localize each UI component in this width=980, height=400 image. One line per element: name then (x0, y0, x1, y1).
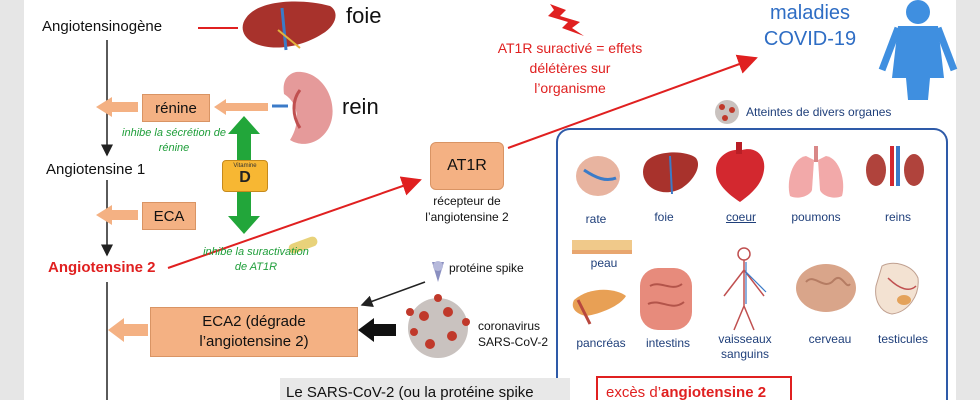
kidney-label: rein (342, 94, 379, 119)
spike-protein-icon (432, 261, 444, 282)
right-margin-bar (956, 0, 980, 400)
orange-arrow-eca (96, 205, 138, 225)
spleen-icon (576, 156, 620, 196)
vitamin-word: Vitamine (233, 163, 257, 169)
renin-label: rénine (155, 99, 197, 117)
lightning-icon (548, 4, 584, 36)
angiotensin1-label: Angiotensine 1 (46, 161, 146, 178)
eca-box: ECA (142, 202, 196, 230)
skin-icon (572, 240, 632, 254)
at1r-overactivated-text: AT1R suractivé = effets délétères sur l’… (497, 40, 643, 96)
intestines-icon (640, 268, 692, 330)
arrow-spike-to-eca2 (360, 281, 426, 308)
blood-vessels-icon (723, 247, 767, 331)
human-body-icon (878, 0, 958, 100)
eca2-label: ECA2 (dégrade l’angiotensine 2) (199, 313, 309, 350)
organ-label-cerveau: cerveau (808, 332, 852, 346)
liver-label: foie (346, 3, 382, 28)
organ-label-rate: rate (585, 212, 607, 226)
kidneys-icon (866, 146, 924, 186)
organ-label-testicules: testicules (877, 332, 929, 346)
heart-icon (716, 142, 765, 202)
excess-emphasis: angiotensine 2 (661, 384, 767, 400)
arrow-at1r-to-diseases (507, 54, 758, 149)
organ-label-poumons: poumons (791, 210, 841, 224)
inhibits-at1r-text: inhibe la suractivation de AT1R (203, 246, 309, 273)
brain-icon (796, 264, 856, 312)
angiotensin2-label: Angiotensine 2 (48, 259, 156, 276)
eca2-box: ECA2 (dégrade l’angiotensine 2) (150, 307, 358, 357)
left-margin-bar (0, 0, 24, 400)
bottom-text: Le SARS-CoV-2 (ou la protéine spike (286, 384, 534, 400)
kidney-icon (272, 71, 333, 144)
pancreas-icon (572, 289, 626, 325)
organ-label-intestins: intestins (645, 336, 691, 350)
coronavirus-label: coronavirus SARS-CoV-2 (478, 319, 549, 349)
orange-arrow-eca2 (108, 318, 148, 342)
excess-box: excès d’angiotensine 2 (596, 376, 792, 400)
eca-label: ECA (153, 207, 185, 225)
testicles-icon (875, 262, 919, 315)
organ-label-vaisseaux: vaisseaux sanguins (718, 332, 772, 361)
organ-label-foie: foie (654, 210, 674, 224)
small-virus-icon (715, 100, 739, 124)
vitamin-d-box: Vitamine D (222, 160, 268, 192)
organ-label-peau: peau (590, 256, 618, 270)
organ-label-reins: reins (884, 210, 911, 224)
orange-arrow-kidney-to-renin (214, 99, 268, 115)
at1r-description: récepteur de l’angiotensine 2 (425, 194, 509, 224)
angiotensinogen-label: Angiotensinogène (42, 18, 163, 35)
organ-label-coeur: coeur (725, 210, 757, 224)
black-arrow-virus-to-eca2 (358, 318, 396, 342)
vitamin-d-letter: D (239, 169, 251, 186)
spike-label: protéine spike (449, 261, 524, 275)
inhibits-renin-text: inhibe la sécrétion de rénine (122, 127, 226, 154)
organs-panel (556, 128, 948, 400)
coronavirus-icon (406, 294, 470, 358)
covid-diseases-title: maladies COVID-19 (763, 2, 857, 50)
orange-arrow-renin (96, 97, 138, 117)
excess-prefix: excès d’ (606, 384, 662, 400)
organs-panel-title: Atteintes de divers organes (746, 105, 892, 119)
renin-box: rénine (142, 94, 210, 122)
at1r-box: AT1R (430, 142, 504, 190)
lungs-icon (788, 146, 844, 198)
green-arrow-up (228, 116, 260, 160)
capsule-icon (288, 236, 318, 254)
liver-icon (242, 1, 336, 51)
bottom-text-box: Le SARS-CoV-2 (ou la protéine spike (280, 378, 570, 400)
organ-label-pancreas: pancréas (576, 336, 626, 350)
arrow-ang2-to-at1r (167, 176, 422, 269)
liver-small-icon (643, 152, 699, 195)
at1r-label: AT1R (447, 157, 487, 174)
green-arrow-down (228, 192, 260, 234)
